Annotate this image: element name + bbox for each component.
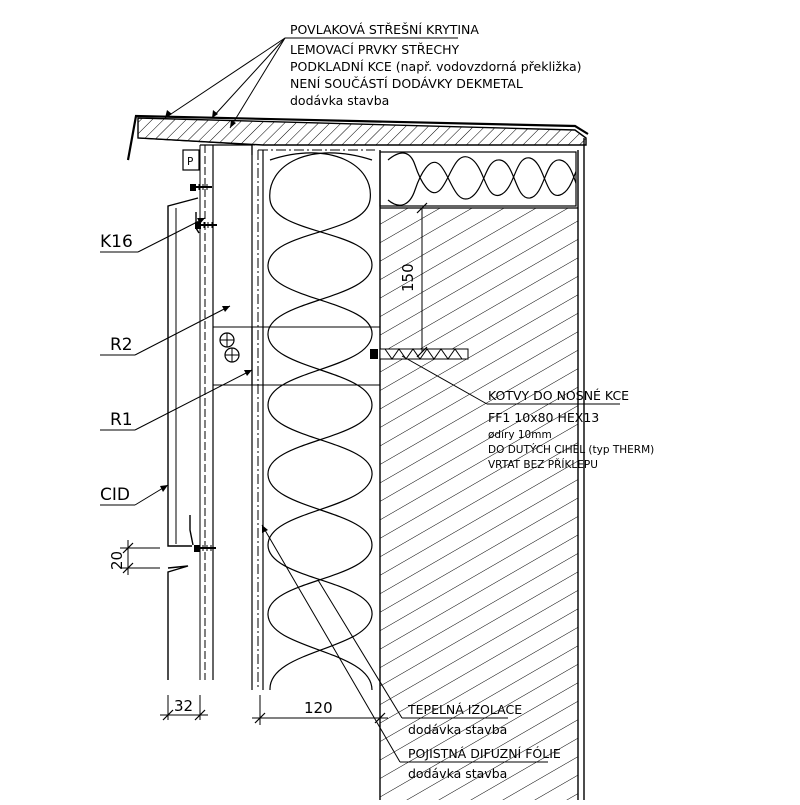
foil-callout-text: POJISTNÁ DIFUZNÍ FÓLIE dodávka stavba (408, 746, 561, 781)
foil-leader (261, 524, 548, 763)
label-r2: R2 (110, 335, 133, 355)
wall-anchor (370, 348, 469, 360)
top-callout-leaders (164, 37, 458, 129)
dimension-120: 120 (252, 695, 388, 725)
thermal-insulation (262, 150, 373, 690)
callout-roofing: POVLAKOVÁ STŘEŠNÍ KRYTINA (290, 22, 479, 37)
dim-32-text: 32 (174, 697, 193, 715)
dim-120-text: 120 (304, 699, 333, 717)
label-r1: R1 (110, 410, 133, 430)
anchor-callout-text: KOTVY DO NOSNÉ KCE FF1 10x80 HEX13 ødíry… (488, 388, 654, 471)
anchor-line1: FF1 10x80 HEX13 (488, 410, 599, 425)
fasteners (190, 184, 217, 552)
facade-substructure (199, 145, 381, 690)
roof-deck (126, 114, 589, 161)
anchor-leader (401, 355, 620, 405)
top-callout-text: POVLAKOVÁ STŘEŠNÍ KRYTINA LEMOVACÍ PRVKY… (290, 22, 582, 108)
flashing: P (182, 144, 253, 171)
cladding-panel (167, 197, 200, 680)
label-leaders (100, 217, 253, 506)
dimension-20: 20 (108, 540, 160, 575)
dimension-32: 32 (160, 695, 208, 721)
label-p: P (187, 156, 193, 168)
anchor-title: KOTVY DO NOSNÉ KCE (488, 388, 629, 403)
roof-insulation (379, 151, 577, 207)
insulation-sub: dodávka stavba (408, 722, 507, 737)
label-cid: CID (100, 485, 130, 505)
insulation-title: TEPELNÁ IZOLACE (407, 702, 522, 717)
label-k16: K16 (100, 232, 133, 252)
callout-substrate: PODKLADNÍ KCE (např. vodovzdorná překliž… (290, 59, 582, 74)
dim-150-text: 150 (399, 263, 417, 292)
masonry-wall (379, 138, 585, 800)
dimension-150: 150 (399, 202, 428, 358)
callout-not-included: NENÍ SOUČÁSTÍ DODÁVKY DEKMETAL (290, 76, 523, 91)
dim-20-text: 20 (108, 551, 126, 570)
anchor-line2: ødíry 10mm (488, 429, 552, 441)
diffusion-foil (257, 149, 375, 690)
insulation-callout-text: TEPELNÁ IZOLACE dodávka stavba (407, 702, 522, 737)
callout-supply: dodávka stavba (290, 93, 389, 108)
anchor-line3: DO DUTÝCH CIHEL (typ THERM) (488, 443, 654, 456)
callout-edge-elements: LEMOVACÍ PRVKY STŘECHY (290, 42, 459, 57)
foil-sub: dodávka stavba (408, 766, 507, 781)
insulation-leader (317, 579, 508, 719)
anchor-line4: VRTAT BEZ PŘÍKLEPU (488, 458, 598, 471)
foil-title: POJISTNÁ DIFUZNÍ FÓLIE (408, 746, 561, 761)
